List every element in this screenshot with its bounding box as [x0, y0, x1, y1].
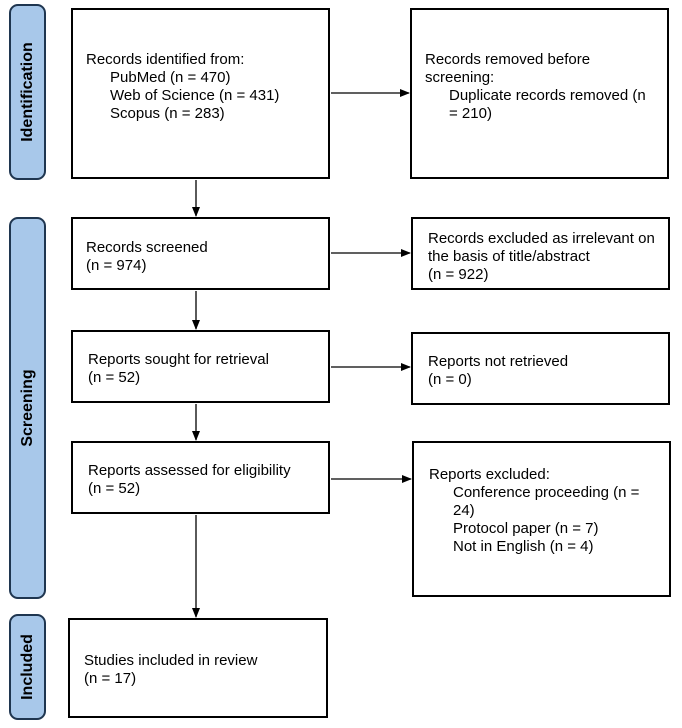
studies-included-heading: Studies included in review [84, 652, 258, 669]
reports-assessed-heading: Reports assessed for eligibility [88, 462, 291, 479]
stage-label-screening: Screening [18, 369, 36, 447]
reports-not-retrieved-heading: Reports not retrieved [428, 353, 569, 370]
reports-not-retrieved-count: (n = 0) [428, 371, 472, 388]
source-scopus: Scopus (n = 283) [110, 105, 225, 122]
records-screened-count: (n = 974) [86, 257, 147, 274]
studies-included-count: (n = 17) [84, 670, 137, 687]
records-removed-box: Records removed before screening: Duplic… [410, 8, 669, 179]
records-identified-heading: Records identified from: [86, 51, 245, 68]
reports-assessed-count: (n = 52) [88, 480, 141, 497]
records-excluded-heading: Records excluded as irrelevant on the ba… [428, 230, 655, 265]
studies-included-box: Studies included in review (n = 17) [68, 618, 328, 718]
records-removed-heading: Records removed before screening: [425, 51, 591, 86]
reports-assessed-box: Reports assessed for eligibility (n = 52… [71, 441, 330, 514]
source-web-of-science: Web of Science (n = 431) [110, 87, 280, 104]
records-identified-box: Records identified from: PubMed (n = 470… [71, 8, 330, 179]
stage-identification: Identification [9, 4, 46, 180]
duplicate-records-removed: Duplicate records removed (n = 210) [449, 87, 646, 122]
reports-sought-heading: Reports sought for retrieval [88, 351, 269, 368]
stage-screening: Screening [9, 217, 46, 599]
reports-excluded-heading: Reports excluded: [429, 466, 550, 483]
records-screened-heading: Records screened [86, 239, 208, 256]
stage-label-identification: Identification [18, 42, 36, 142]
records-screened-box: Records screened (n = 974) [71, 217, 330, 290]
reports-sought-count: (n = 52) [88, 369, 141, 386]
excluded-protocol-paper: Protocol paper (n = 7) [453, 520, 599, 537]
records-excluded-box: Records excluded as irrelevant on the ba… [411, 217, 670, 290]
reports-sought-box: Reports sought for retrieval (n = 52) [71, 330, 330, 403]
excluded-not-in-english: Not in English (n = 4) [453, 538, 594, 555]
records-excluded-count: (n = 922) [428, 266, 489, 283]
reports-excluded-box: Reports excluded: Conference proceeding … [412, 441, 671, 597]
reports-not-retrieved-box: Reports not retrieved (n = 0) [411, 332, 670, 405]
stage-label-included: Included [18, 634, 36, 700]
stage-included: Included [9, 614, 46, 720]
excluded-conference-proceeding: Conference proceeding (n = 24) [453, 484, 640, 519]
source-pubmed: PubMed (n = 470) [110, 69, 231, 86]
